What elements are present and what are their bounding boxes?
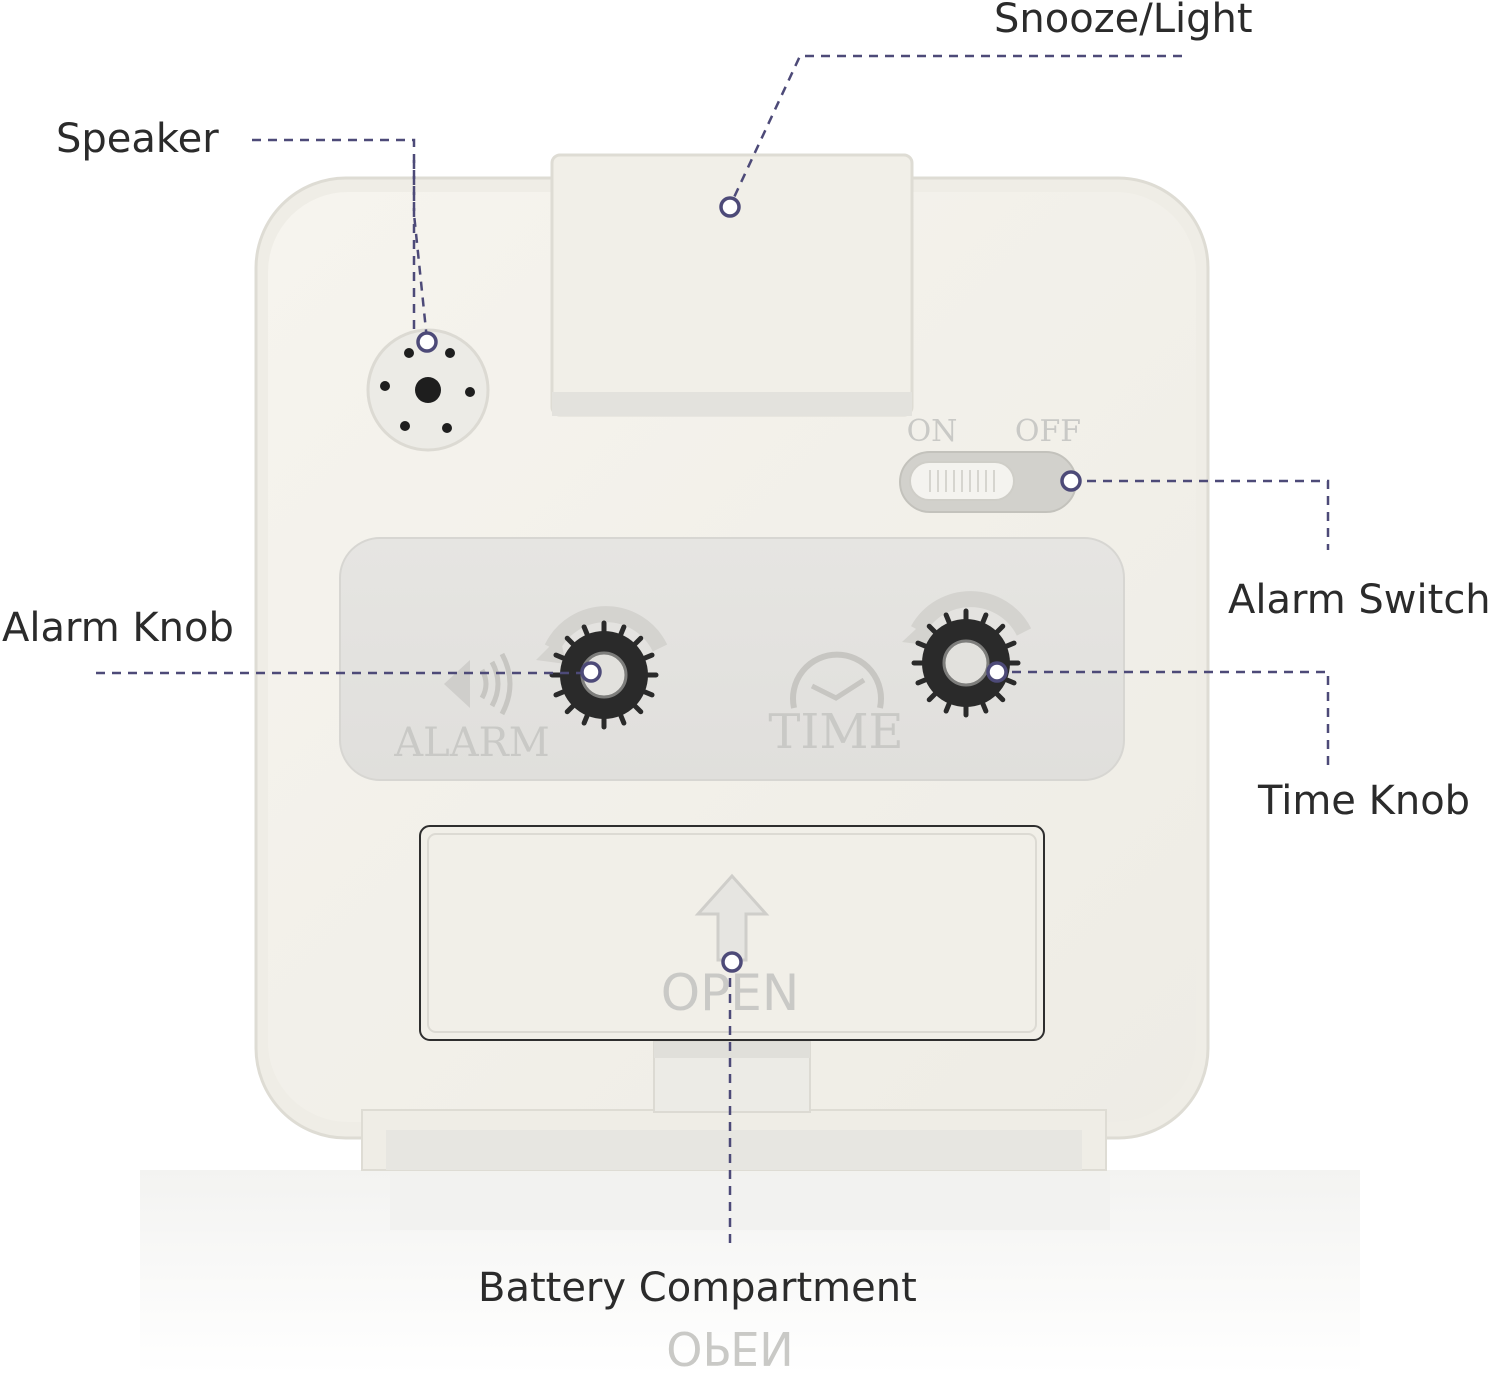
switch-on-label: ON (907, 414, 958, 449)
alarm-switch-leader (1071, 479, 1330, 550)
time-label: TIME (768, 704, 903, 760)
alarm-switch[interactable] (899, 451, 1077, 513)
alarm-switch-callout: Alarm Switch (1228, 577, 1491, 623)
alarm-label: ALARM (393, 720, 549, 766)
alarm-switch-marker (1060, 470, 1082, 492)
switch-off-label: OFF (1015, 414, 1081, 449)
battery-compartment-callout: Battery Compartment (478, 1265, 917, 1311)
time-knob-callout: Time Knob (1257, 778, 1470, 824)
time-knob-marker (986, 661, 1008, 683)
control-panel (339, 537, 1125, 781)
speaker-marker (416, 331, 438, 353)
snooze-light-callout: Snooze/Light (994, 0, 1253, 42)
clock-face-icon (790, 651, 884, 709)
battery-compartment-marker (721, 951, 743, 973)
switch-grip-icon (929, 470, 995, 492)
leader-lines (96, 54, 1330, 1250)
floor-reflection (140, 1170, 1360, 1374)
alarm-knob[interactable] (549, 620, 659, 730)
speaker-callout: Speaker (56, 116, 219, 162)
alarm-knob-callout: Alarm Knob (2, 605, 234, 651)
battery-door-tab (653, 1041, 811, 1113)
snooze-light-button[interactable] (550, 153, 914, 417)
alarm-knob-marker (580, 661, 602, 683)
speaker-grille (366, 328, 490, 452)
reflected-open-label: OPEN (666, 1321, 793, 1374)
snooze-light-marker (719, 196, 741, 218)
time-knob[interactable] (911, 608, 1021, 718)
time-knob-rotate-arrow-icon (902, 591, 1032, 646)
